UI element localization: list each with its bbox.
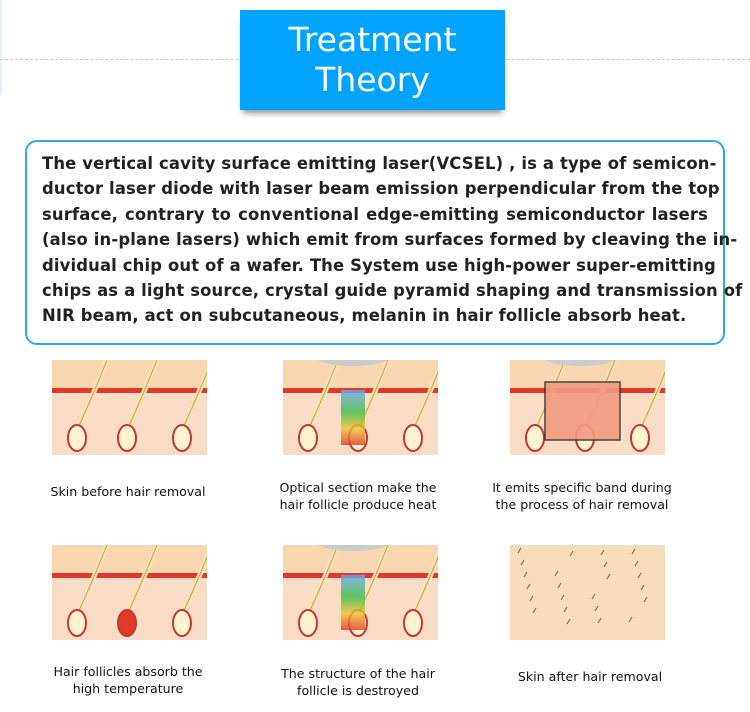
description-line: surface, contrary to conventional edge-e… xyxy=(42,204,708,224)
step-6-illustration xyxy=(510,545,670,640)
step-1-illustration xyxy=(52,360,212,455)
description-line: ductor laser diode with laser beam emiss… xyxy=(42,179,720,199)
step-6-caption: Skin after hair removal xyxy=(517,669,663,684)
step-2-illustration xyxy=(283,360,443,455)
step-5-illustration xyxy=(283,545,443,640)
step-3-illustration xyxy=(510,360,670,455)
title-line-2: Theory xyxy=(315,60,430,99)
description-line: The vertical cavity surface emitting las… xyxy=(42,154,717,173)
description-box: The vertical cavity surface emitting las… xyxy=(25,140,743,345)
step-1-caption: Skin before hair removal xyxy=(50,484,206,499)
description-line: dividual chip out of a wafer. The System… xyxy=(42,255,716,275)
section-title: Treatment Theory xyxy=(240,10,505,110)
step-4-illustration xyxy=(52,545,212,640)
decorative-edge-line xyxy=(0,0,2,95)
title-line-1: Treatment xyxy=(288,20,457,59)
description-line: NIR beam, act on subcutaneous, melanin i… xyxy=(42,306,687,326)
description-line: chips as a light source, crystal guide p… xyxy=(42,281,743,301)
description-line: (also in-plane lasers) which emit from s… xyxy=(42,230,738,250)
